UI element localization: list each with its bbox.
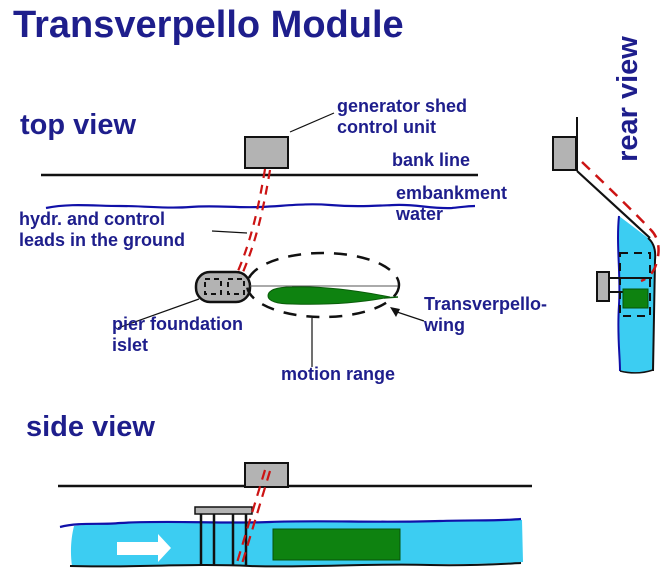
pier-legs-side: [199, 514, 248, 565]
side-view-title: side view: [26, 411, 155, 443]
bank-line-label: bank line: [392, 150, 471, 170]
generator-shed-box-top: [244, 136, 289, 169]
transverpello-wing-rear: [622, 288, 649, 309]
embankment-water-label: embankment water: [396, 183, 508, 224]
transverpello-wing-label: Transverpello- wing: [424, 294, 548, 335]
rear-view-group: [552, 117, 660, 374]
side-view-group: [58, 462, 532, 568]
pier-bar-rear: [596, 271, 610, 302]
water-bottom-rear: [619, 369, 654, 374]
flow-direction-arrow-icon: [117, 534, 171, 562]
transverpello-wing-side: [272, 528, 401, 561]
pier-deck-side: [194, 506, 253, 515]
islet-hatch-left: [204, 278, 222, 295]
water-edge-left-rear: [617, 215, 621, 372]
pier-islet-leader: [117, 298, 200, 329]
hydr-leads-label: hydr. and control leads in the ground: [19, 209, 186, 250]
generator-shed-leader: [289, 112, 335, 133]
rear-view-title: rear view: [612, 36, 644, 162]
wing-leader: [396, 311, 425, 322]
generator-shed-box-rear: [552, 136, 577, 171]
hydraulic-lead-line-2: [241, 169, 272, 273]
motion-range-label: motion range: [281, 364, 396, 384]
embankment-slope-rear: [576, 170, 651, 239]
motion-range-ellipse: [245, 251, 401, 319]
top-view-title: top view: [20, 109, 137, 141]
water-edge-right-rear: [647, 237, 657, 372]
wing-leader-arrowhead-icon: [390, 307, 400, 317]
water-surface-line-side: [59, 517, 522, 529]
pier-islet-label: pier foundation islet: [112, 314, 243, 355]
embankment-water-line: [45, 203, 476, 210]
hydr-leads-leader: [211, 230, 248, 234]
generator-shed-label: generator shed control unit: [337, 96, 468, 137]
page-title: Transverpello Module: [13, 4, 404, 46]
generator-shed-box-side: [244, 462, 289, 488]
wing-tail-line: [383, 296, 399, 299]
river-bed-line-side: [69, 562, 522, 568]
motion-range-rect-rear: [619, 252, 651, 317]
transverpello-wing-top: [267, 286, 391, 305]
hydraulic-lead-line-1: [236, 168, 267, 272]
hydraulic-lead-rear: [581, 161, 660, 283]
islet-hatch-right: [227, 278, 245, 295]
top-view-group: [41, 112, 478, 367]
